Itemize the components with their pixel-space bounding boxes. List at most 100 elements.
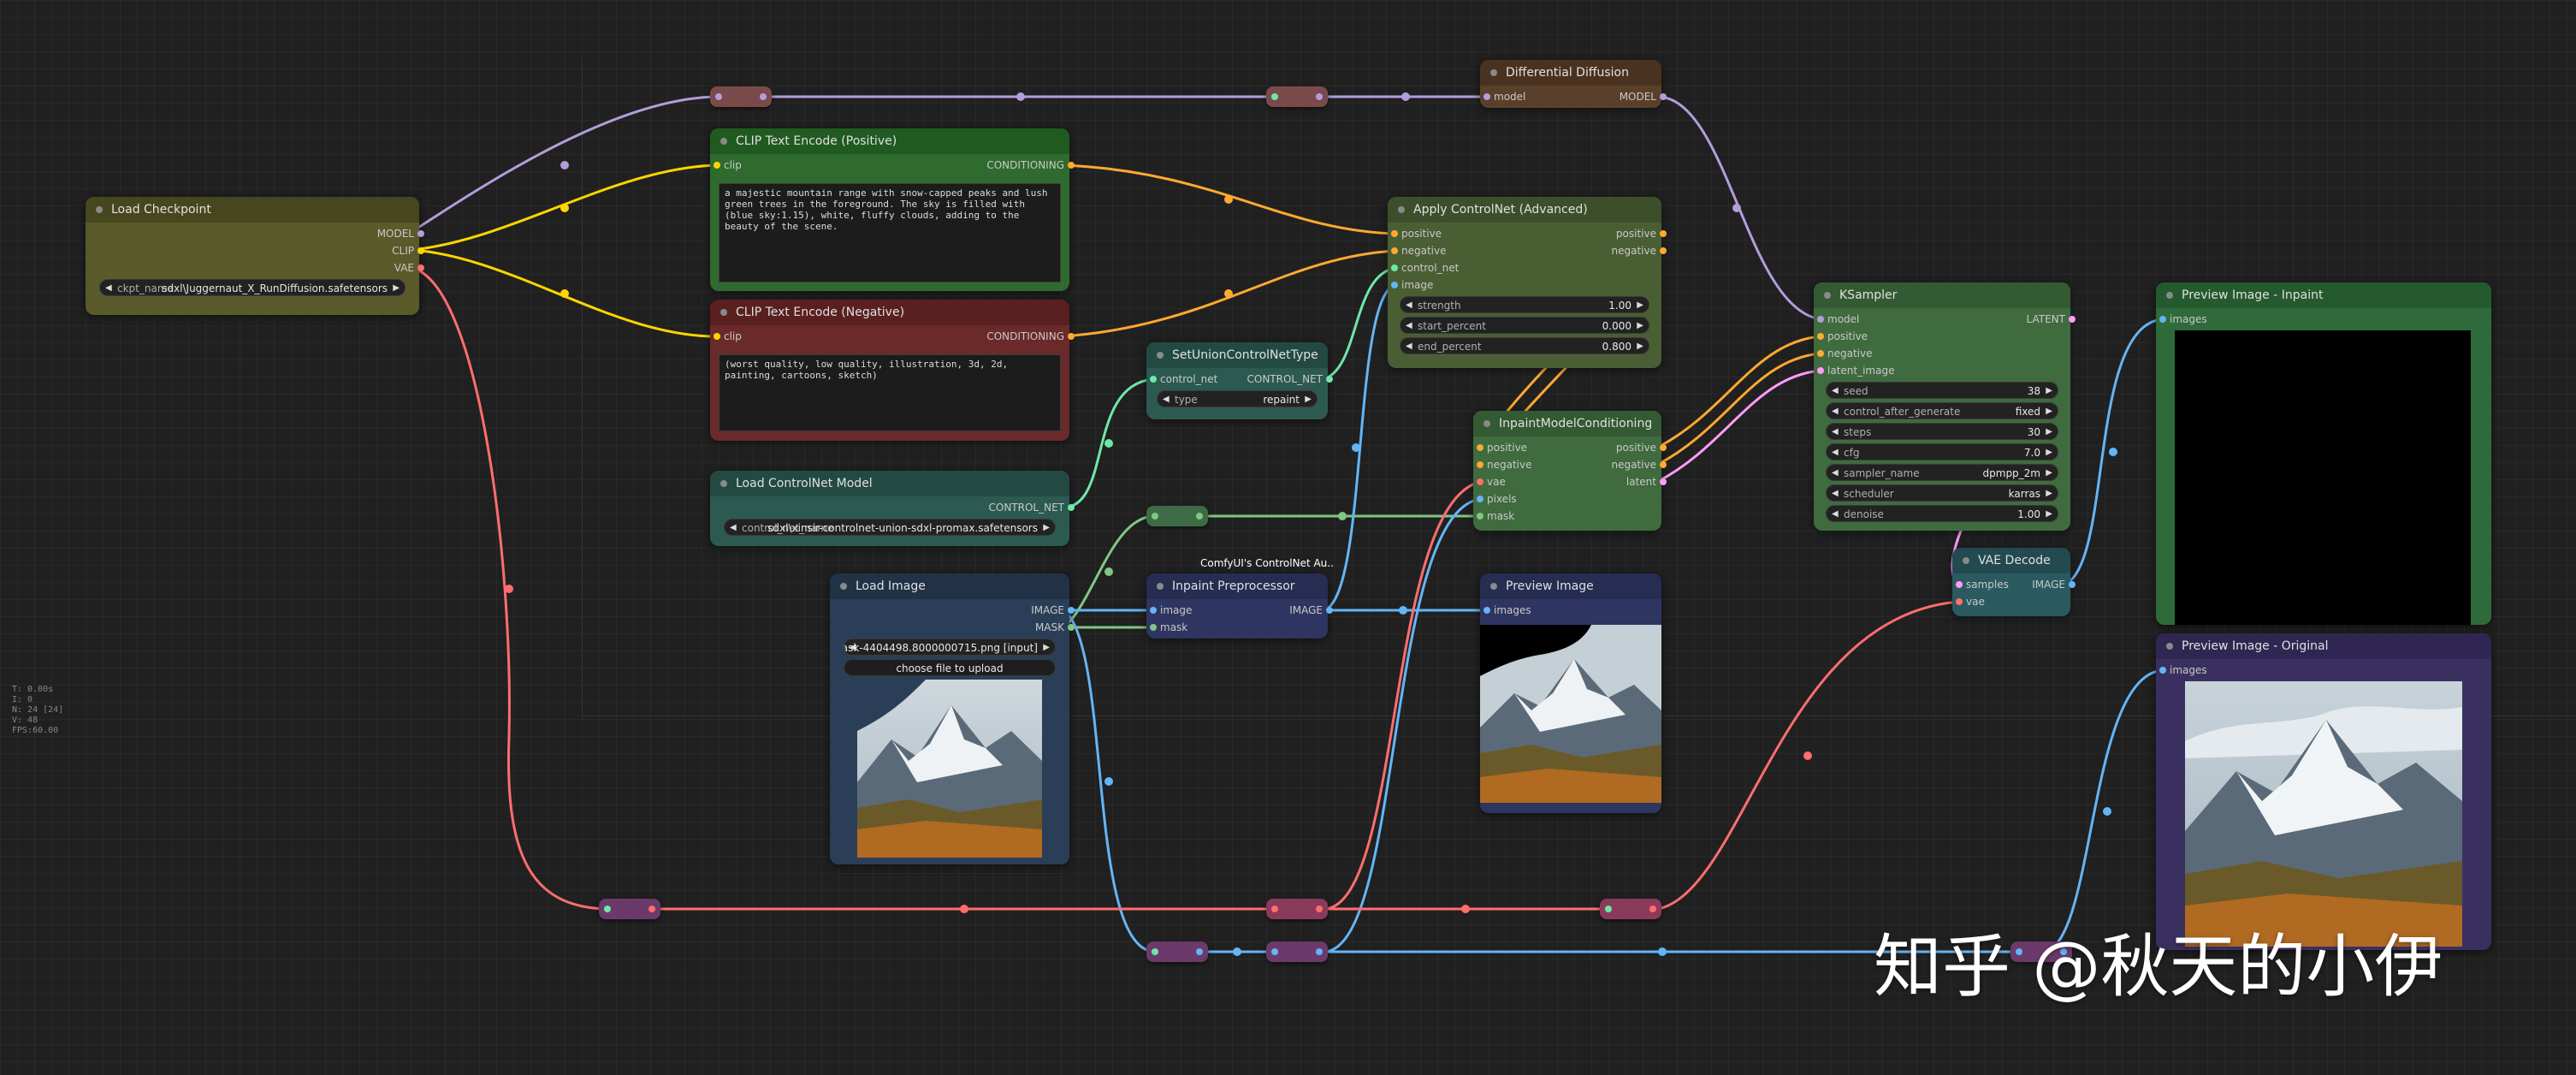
output-positive[interactable]: positive [1554,227,1667,241]
node-apply-controlnet-advanced[interactable]: Apply ControlNet (Advanced) positive neg… [1388,197,1667,368]
output-model[interactable]: MODEL [1579,90,1667,104]
input-pixels[interactable]: pixels [1477,492,1564,506]
node-title[interactable]: Inpaint Preprocessor [1146,573,1328,599]
node-differential-diffusion[interactable]: Differential Diffusion model MODEL [1480,60,1667,108]
input-mask[interactable]: mask [1150,621,1229,634]
output-image[interactable]: IMAGE [1246,603,1333,617]
output-latent[interactable]: latent [1579,475,1667,489]
node-load-checkpoint[interactable]: Load Checkpoint MODEL CLIP VAE ◀ckpt_nam… [86,197,424,315]
input-positive[interactable]: positive [1477,441,1564,454]
collapse-dot-icon[interactable] [96,206,103,213]
input-images[interactable]: images [1483,603,1571,617]
node-preview-image[interactable]: Preview Image images [1480,573,1661,813]
collapse-dot-icon[interactable] [720,309,727,316]
collapse-dot-icon[interactable] [840,583,847,590]
collapse-dot-icon[interactable] [720,138,727,145]
node-preview-image-original[interactable]: Preview Image - Original images [2156,633,2491,950]
upload-button[interactable]: choose file to upload [844,659,1056,676]
reroute-image-1[interactable] [1146,941,1208,962]
output-mask[interactable]: MASK [893,621,1075,634]
node-title[interactable]: VAE Decode [1952,548,2070,573]
prompt-textarea[interactable]: (worst quality, low quality, illustratio… [719,354,1061,431]
input-negative[interactable]: negative [1817,347,1930,360]
collapse-dot-icon[interactable] [1824,292,1831,299]
node-title[interactable]: Load Image [830,573,1069,599]
node-title[interactable]: Preview Image - Inpaint [2156,282,2491,308]
node-title[interactable]: CLIP Text Encode (Positive) [710,128,1069,154]
reroute-image-2[interactable] [1266,941,1328,962]
reroute-vae-1[interactable] [599,899,660,919]
collapse-dot-icon[interactable] [1490,583,1497,590]
input-vae[interactable]: vae [1477,475,1564,489]
collapse-dot-icon[interactable] [1157,583,1164,590]
node-title[interactable]: Load ControlNet Model [710,471,1069,496]
collapse-dot-icon[interactable] [2166,643,2173,650]
node-load-image[interactable]: Load Image IMAGE MASK ◀clipspace/clipspa… [830,573,1075,864]
node-title[interactable]: Preview Image [1480,573,1661,599]
output-negative[interactable]: negative [1554,244,1667,258]
prompt-textarea[interactable]: a majestic mountain range with snow-capp… [719,183,1061,282]
reroute-model-1[interactable] [710,86,772,107]
node-title[interactable]: Differential Diffusion [1480,60,1661,86]
reroute-model-2[interactable] [1266,86,1328,107]
input-negative[interactable]: negative [1391,244,1504,258]
input-vae[interactable]: vae [1956,595,2017,609]
output-control-net[interactable]: CONTROL_NET [893,501,1075,514]
node-inpaint-model-conditioning[interactable]: InpaintModelConditioning positive negati… [1473,411,1667,531]
collapse-dot-icon[interactable] [1398,206,1405,213]
node-title[interactable]: Load Checkpoint [86,197,419,223]
node-clip-text-encode-positive[interactable]: CLIP Text Encode (Positive) clip CONDITI… [710,128,1075,291]
collapse-dot-icon[interactable] [720,480,727,487]
node-set-union-controlnet-type[interactable]: SetUnionControlNetType control_net CONTR… [1146,342,1333,419]
input-images[interactable]: images [2159,312,2247,326]
node-inpaint-preprocessor[interactable]: Inpaint Preprocessor image mask IMAGE [1146,573,1333,638]
reroute-vae-3[interactable] [1600,899,1661,919]
node-load-controlnet-model[interactable]: Load ControlNet Model CONTROL_NET ◀contr… [710,471,1075,546]
collapse-dot-icon[interactable] [1483,420,1490,427]
input-model[interactable]: model [1483,90,1562,104]
input-control-net[interactable]: control_net [1150,372,1237,386]
node-title[interactable]: KSampler [1814,282,2070,308]
input-images[interactable]: images [2159,663,2247,677]
output-image[interactable]: IMAGE [893,603,1075,617]
node-clip-text-encode-negative[interactable]: CLIP Text Encode (Negative) clip CONDITI… [710,300,1075,441]
reroute-image-3[interactable] [2010,941,2072,962]
node-vae-decode[interactable]: VAE Decode samples vae IMAGE [1952,548,2076,616]
output-clip[interactable]: CLIP [243,244,424,258]
input-negative[interactable]: negative [1477,458,1564,472]
reroute-vae-2[interactable] [1266,899,1328,919]
input-clip[interactable]: clip [714,330,852,343]
input-clip[interactable]: clip [714,158,852,172]
reroute-mask[interactable] [1146,506,1208,526]
output-positive[interactable]: positive [1579,441,1667,454]
node-title[interactable]: Preview Image - Original [2156,633,2491,659]
input-model[interactable]: model [1817,312,1930,326]
node-title[interactable]: InpaintModelConditioning [1473,411,1661,437]
output-conditioning[interactable]: CONDITIONING [893,330,1075,343]
input-image[interactable]: image [1391,278,1504,292]
collapse-dot-icon[interactable] [1963,557,1969,564]
input-control-net[interactable]: control_net [1391,261,1504,275]
output-negative[interactable]: negative [1579,458,1667,472]
input-positive[interactable]: positive [1817,330,1930,343]
input-samples[interactable]: samples [1956,578,2017,591]
output-latent[interactable]: LATENT [1963,312,2076,326]
node-title[interactable]: Apply ControlNet (Advanced) [1388,197,1661,223]
collapse-dot-icon[interactable] [1157,352,1164,359]
output-conditioning[interactable]: CONDITIONING [893,158,1075,172]
input-positive[interactable]: positive [1391,227,1504,241]
input-latent-image[interactable]: latent_image [1817,364,1930,377]
collapse-dot-icon[interactable] [2166,292,2173,299]
output-image[interactable]: IMAGE [2014,578,2076,591]
